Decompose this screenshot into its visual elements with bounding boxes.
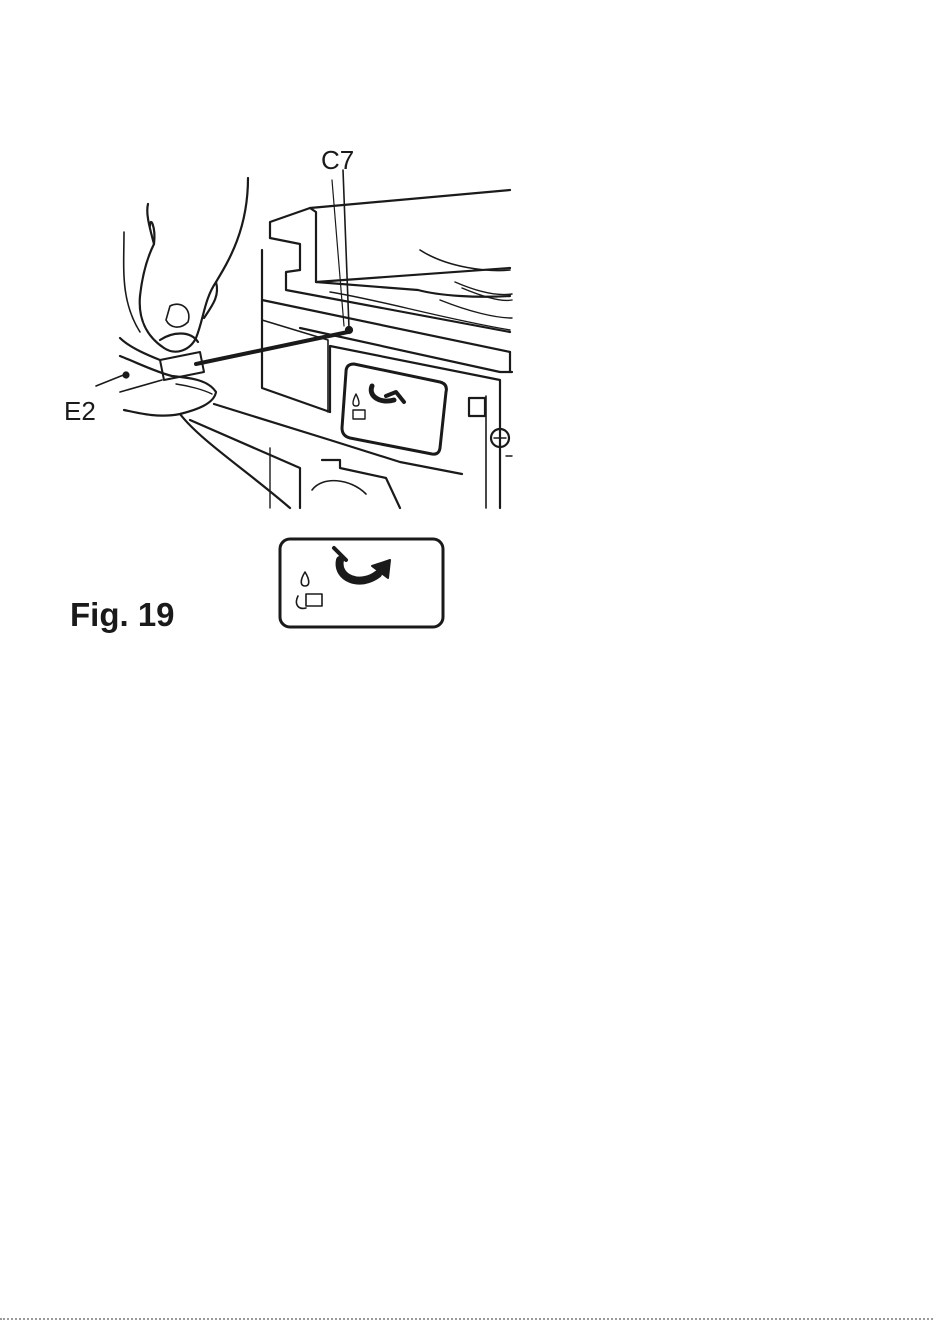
screwdriver-icon <box>160 170 352 380</box>
callout-e2: E2 <box>64 398 96 424</box>
water-drop-icon <box>301 572 309 586</box>
page-bottom-rule <box>0 1318 933 1320</box>
callout-c7: C7 <box>321 147 354 173</box>
detail-label <box>280 539 443 627</box>
panel-label <box>342 364 446 454</box>
rotate-arrow-icon <box>340 560 378 581</box>
figure-caption: Fig. 19 <box>70 598 175 631</box>
descale-icon <box>296 594 322 608</box>
fig19-illustration <box>0 0 933 660</box>
